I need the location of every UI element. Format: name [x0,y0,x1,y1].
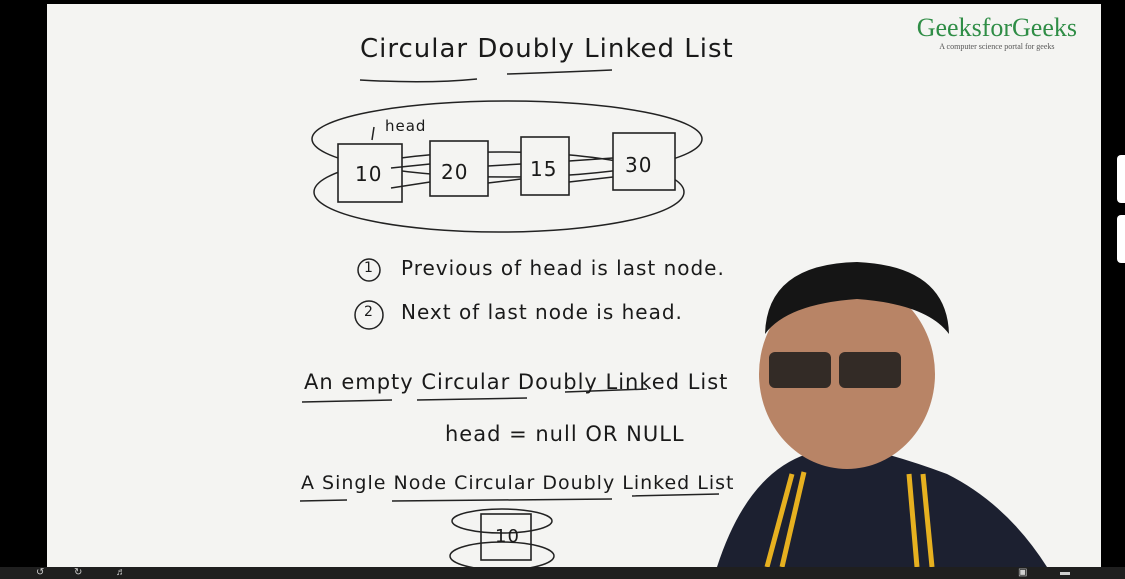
single-node-box [480,513,532,561]
player-controls: ↺ ↻ ♬ ▣ ▬ [0,567,1125,579]
captions-icon[interactable]: ▣ [1018,567,1028,578]
node-label: 20 [441,160,469,184]
point-text: Next of last node is head. [401,300,683,324]
rewind-icon[interactable]: ↺ [36,567,45,578]
single-heading: A Single Node Circular Doubly Linked Lis… [301,472,735,494]
whiteboard-drawing [299,69,1047,567]
side-panel-tab[interactable] [1117,215,1125,263]
side-panel-tab[interactable] [1117,155,1125,203]
brand-tagline: A computer science portal for geeks [939,42,1055,51]
node-box [429,140,489,197]
node-box [520,136,570,196]
node-box [337,143,403,203]
node-box [612,132,676,191]
volume-icon[interactable]: ♬ [116,567,126,578]
fullscreen-icon[interactable]: ▬ [1060,567,1070,578]
brand-name: GeeksforGeeks [916,13,1077,42]
node-label: 15 [530,157,558,181]
empty-value: head = null OR NULL [445,422,685,446]
video-frame[interactable]: Circular Doubly Linked List head 10 20 1… [47,4,1101,567]
instructor-figure [717,262,1047,567]
board-title: Circular Doubly Linked List [360,34,734,64]
point-number: 2 [364,304,374,320]
head-label: head [385,117,427,135]
brand-logo: GeeksforGeeks A computer science portal … [916,13,1077,52]
empty-heading: An empty Circular Doubly Linked List [304,370,729,394]
node-label: 10 [355,162,383,186]
point-text: Previous of head is last node. [401,256,725,280]
point-number: 1 [364,260,374,276]
node-label: 30 [625,153,653,177]
forward-icon[interactable]: ↻ [74,567,83,578]
single-node-label: 10 [495,526,520,547]
